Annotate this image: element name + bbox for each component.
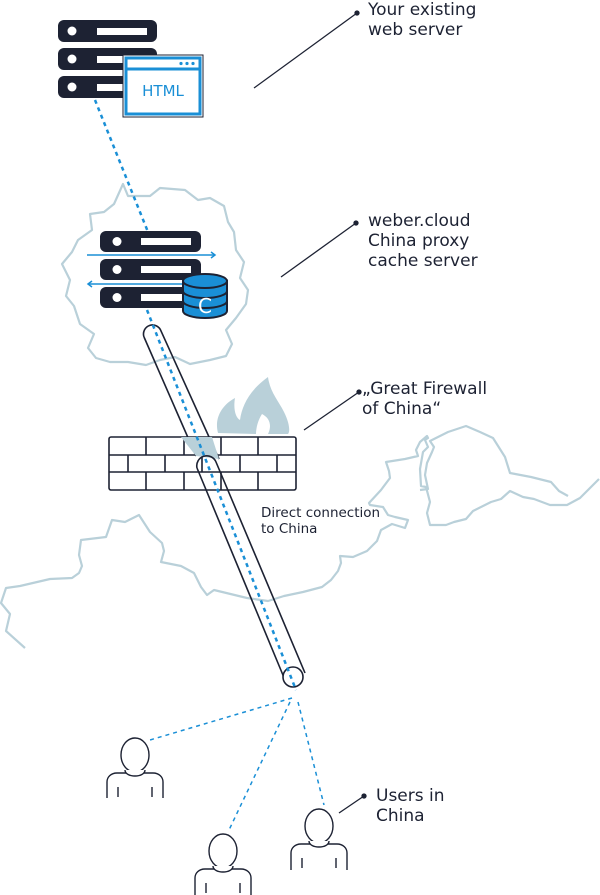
user-icon bbox=[194, 833, 252, 895]
html-window-text: HTML bbox=[142, 82, 184, 100]
sync-arrows-icon bbox=[86, 251, 217, 288]
flame-icon bbox=[216, 377, 290, 434]
html-window-icon: HTML bbox=[122, 54, 204, 118]
connection-label: Direct connection to China bbox=[261, 505, 381, 537]
proxy-server-icon bbox=[100, 231, 201, 308]
user-icon bbox=[290, 808, 348, 870]
cache-letter: C bbox=[198, 294, 212, 318]
china-map-outline bbox=[0, 424, 600, 649]
tunnel-connection bbox=[142, 309, 306, 691]
user-icon bbox=[106, 737, 164, 798]
cache-database-icon: C bbox=[182, 273, 228, 319]
proxy-server-label: weber.cloud China proxy cache server bbox=[368, 211, 478, 271]
user-connection-lines bbox=[149, 697, 325, 831]
firewall-label: „Great Firewall of China“ bbox=[362, 379, 488, 419]
germany-map-outline bbox=[60, 182, 250, 367]
users-label: Users in China bbox=[376, 786, 445, 826]
callout-lines bbox=[253, 10, 367, 814]
web-server-label: Your existing web server bbox=[368, 0, 477, 40]
